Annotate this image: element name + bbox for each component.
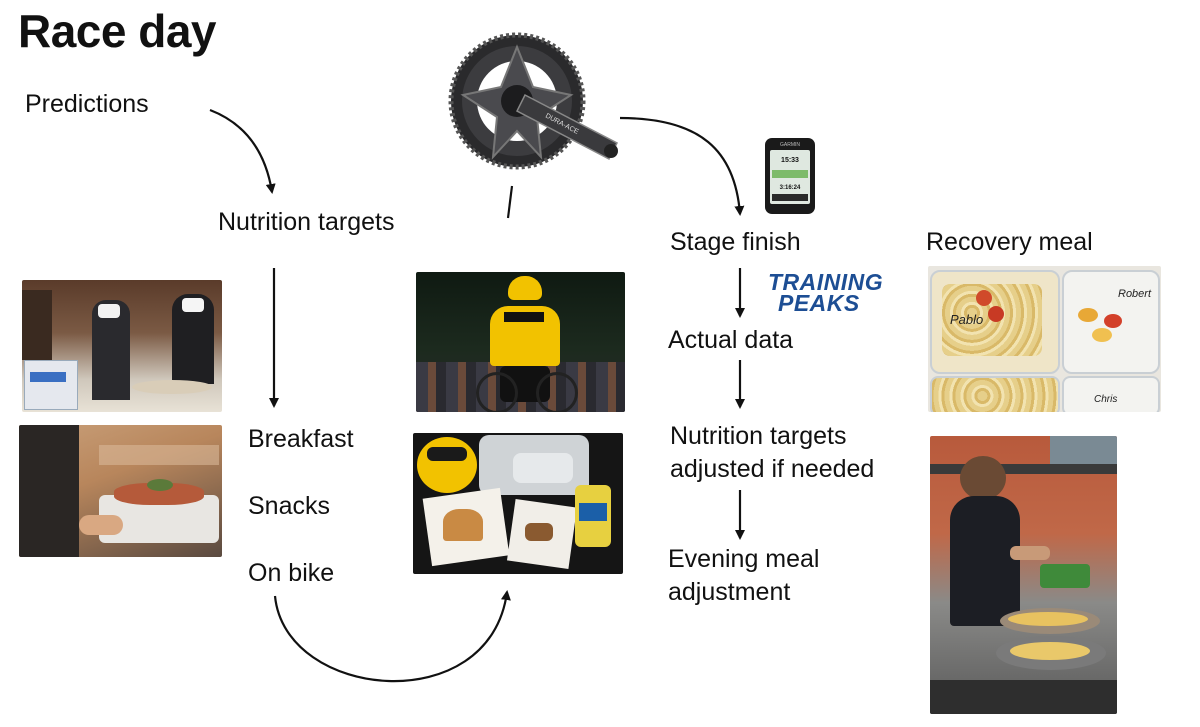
- bike-computer-icon: GARMIN 15:33 3:16:24: [765, 138, 815, 214]
- adjusted-line-1: Nutrition targets: [670, 422, 847, 450]
- arrow-race-up: [506, 185, 514, 219]
- label-nutrition-targets-adjusted: Nutrition targets adjusted if needed: [670, 420, 874, 485]
- photo-food-scale: [19, 425, 222, 557]
- photo-recovery-meal: Pablo Robert Chris: [928, 266, 1161, 412]
- arrow-crank-to-finish: [619, 116, 745, 216]
- slide-title: Race day: [18, 5, 217, 57]
- photo-race-snacks: [413, 433, 623, 574]
- crankset-icon: DURA-ACE: [448, 32, 619, 170]
- computer-duration: 3:16:24: [780, 185, 801, 191]
- label-actual-data: Actual data: [668, 326, 794, 354]
- label-on-bike: On bike: [248, 559, 335, 587]
- training-peaks-logo: TRAINING PEAKS: [768, 269, 884, 316]
- evening-line-2: adjustment: [668, 577, 791, 606]
- label-evening-meal: Evening meal adjustment: [668, 543, 819, 608]
- label-breakfast: Breakfast: [248, 425, 354, 453]
- adjusted-line-2: adjusted if needed: [670, 454, 875, 483]
- label-stage-finish: Stage finish: [670, 228, 801, 256]
- label-snacks: Snacks: [248, 492, 330, 520]
- label-nutrition-targets: Nutrition targets: [218, 208, 395, 236]
- computer-time: 15:33: [781, 157, 799, 164]
- container-label-right: Robert: [1118, 288, 1152, 300]
- photo-chef-cooking: [930, 436, 1117, 714]
- label-recovery-meal: Recovery meal: [926, 228, 1093, 256]
- arrow-onbike-loop: [273, 590, 511, 683]
- container-label-bottom: Chris: [1094, 394, 1118, 405]
- arrow-predictions-to-targets: [209, 108, 276, 194]
- computer-brand: GARMIN: [780, 142, 800, 148]
- label-predictions: Predictions: [25, 90, 149, 118]
- photo-rider: [416, 272, 625, 412]
- photo-team-kitchen: [22, 280, 222, 412]
- container-label-left: Pablo: [950, 312, 984, 327]
- evening-line-1: Evening meal: [668, 545, 820, 573]
